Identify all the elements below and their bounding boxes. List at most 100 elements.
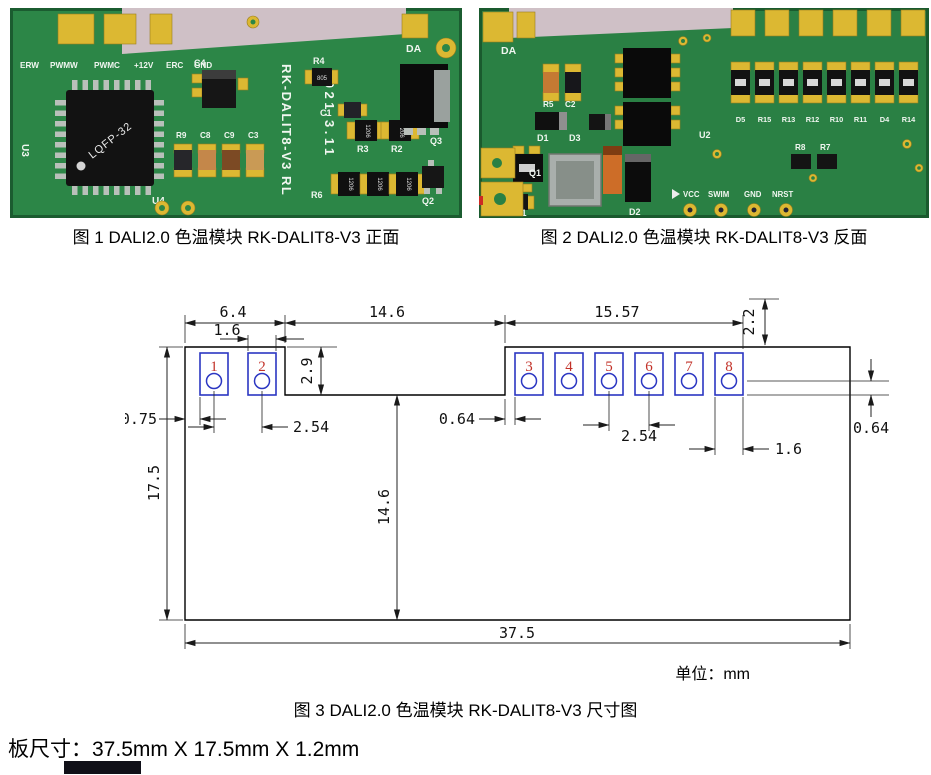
programming-holes	[683, 203, 793, 217]
ref-r4: R4	[313, 56, 325, 66]
r3-marking: 1206	[364, 124, 370, 138]
pcb-back-photo: DA R5 C2 D1 D3 U2	[479, 8, 929, 218]
pad-label-vcc: VCC	[683, 190, 700, 199]
ref-r6: R6	[311, 190, 323, 200]
dim-0-75: 0.75	[125, 410, 157, 428]
d2-diode	[625, 154, 651, 202]
pin1-dot	[76, 161, 86, 171]
dim-pitch-right: 2.54	[583, 391, 675, 445]
cap-row-components	[173, 143, 265, 178]
top-edge-pads	[730, 9, 926, 37]
fig1-caption: 图 1 DALI2.0 色温模块 RK-DALIT8-V3 正面	[72, 228, 400, 247]
ref-label: R15	[758, 115, 772, 124]
right-pads: 3 4 5 6 7 8	[514, 352, 744, 396]
r4-marking: 805	[317, 76, 328, 82]
pin-label: PWMC	[94, 61, 120, 70]
programming-pad-labels: VCC SWIM GND NRST	[683, 190, 793, 199]
mcu-qfp-chip: LQFP-32	[55, 80, 164, 195]
r2-marking: 1206	[398, 124, 404, 138]
pin-label: GND	[194, 61, 212, 70]
left-pads: 1 2	[199, 352, 277, 396]
ref-label: D4	[880, 115, 890, 124]
pad-number-2: 2	[258, 359, 266, 375]
dim-board-width: 37.5	[184, 624, 851, 649]
dim-37-5: 37.5	[499, 624, 535, 642]
pad-number-7: 7	[685, 359, 693, 375]
edge-pads	[57, 13, 260, 45]
ref-c2: C2	[565, 100, 576, 109]
dim-corner: 2.2	[740, 298, 779, 346]
ref-c9: C9	[224, 131, 235, 140]
top-left-pads	[482, 11, 536, 43]
vias	[702, 33, 924, 183]
ref-c8: C8	[200, 131, 211, 140]
resistor-row-labels: D5 R15 R13 R12 R10 R11 D4 R14	[736, 115, 916, 124]
dim-0-64-left: 0.64	[439, 410, 475, 428]
ref-u4: U4	[152, 196, 165, 207]
dimension-diagram: 1 2 3 4 5 6 7 8 6.4 14.6 15.57	[125, 298, 889, 649]
dim-2-9: 2.9	[298, 357, 316, 384]
fig2-caption: 图 2 DALI2.0 色温模块 RK-DALIT8-V3 反面	[540, 228, 868, 247]
dim-pitch-left: 2.54	[188, 391, 329, 436]
dim-board-height: 17.5	[145, 346, 183, 621]
q2-transistor	[422, 160, 444, 194]
dim-14-6: 14.6	[369, 303, 405, 321]
dim-edge-to-pad: 0.75	[125, 397, 226, 428]
inductor	[548, 153, 602, 207]
pad-number-5: 5	[605, 359, 613, 375]
pin-label: ERW	[20, 61, 39, 70]
ref-label: R12	[806, 115, 820, 124]
pin-label: ERC	[166, 61, 183, 70]
ref-c4: C4	[194, 58, 206, 68]
tantalum-cap	[603, 146, 622, 194]
ref-d2: D2	[629, 207, 641, 217]
da-label: DA	[406, 43, 422, 55]
resistor-row	[730, 61, 919, 104]
r6-row: 1206 1206 1206	[330, 172, 426, 196]
cap-row-labels: R9 C8 C9 C3	[176, 131, 259, 140]
photo-background	[122, 8, 406, 54]
ref-label: D5	[736, 115, 745, 124]
pad-label-swim: SWIM	[708, 190, 729, 199]
edge-pin-labels: ERW PWMW PWMC +12V ERC GND	[20, 61, 212, 70]
date-code-silk: 2021.3.11	[322, 70, 337, 159]
ref-q1: Q1	[529, 168, 541, 178]
ref-label: R11	[854, 115, 867, 124]
dim-hole-offset: 0.64	[747, 359, 889, 437]
pad-label-nrst: NRST	[772, 190, 793, 199]
r8-r7-chips	[791, 154, 837, 169]
ref-c1: C1	[320, 108, 332, 118]
regulator-chip	[191, 70, 249, 108]
ref-u3: U3	[19, 144, 30, 157]
dim-6-4: 6.4	[219, 303, 246, 321]
r4-chip: 805	[304, 68, 339, 86]
dim-top: 6.4 14.6 15.57	[184, 303, 744, 349]
dim-2-2: 2.2	[740, 308, 758, 335]
ref-u2: U2	[699, 130, 711, 140]
resistor-marking: 1206	[405, 177, 411, 191]
u2-modules	[614, 36, 688, 146]
d1-diode	[535, 112, 567, 130]
dim-2-54-right: 2.54	[621, 427, 657, 445]
dim-notch-depth: 2.9	[287, 346, 337, 396]
dim-15-57: 15.57	[594, 303, 639, 321]
ref-c3: C3	[248, 131, 259, 140]
da-corner: DA	[401, 13, 457, 59]
dim-pad8-width: 1.6	[689, 397, 802, 458]
r3-chip: 1206	[346, 120, 386, 141]
ref-r9: R9	[176, 131, 187, 140]
pad-number-4: 4	[565, 359, 573, 375]
ref-r8: R8	[795, 143, 806, 152]
pad-number-3: 3	[525, 359, 533, 375]
photo-background	[509, 8, 733, 38]
ref-d3: D3	[569, 133, 581, 143]
dim-pad2-width: 1.6	[213, 321, 304, 351]
arrow-marker	[672, 189, 680, 199]
dim-14-6-vert: 14.6	[375, 489, 393, 525]
d3-diode	[589, 114, 611, 130]
fig3-caption: 图 3 DALI2.0 色温模块 RK-DALIT8-V3 尺寸图	[293, 701, 638, 720]
board-outline	[184, 346, 851, 621]
dim-17-5: 17.5	[145, 465, 163, 501]
pad-label-gnd: GND	[744, 190, 762, 199]
